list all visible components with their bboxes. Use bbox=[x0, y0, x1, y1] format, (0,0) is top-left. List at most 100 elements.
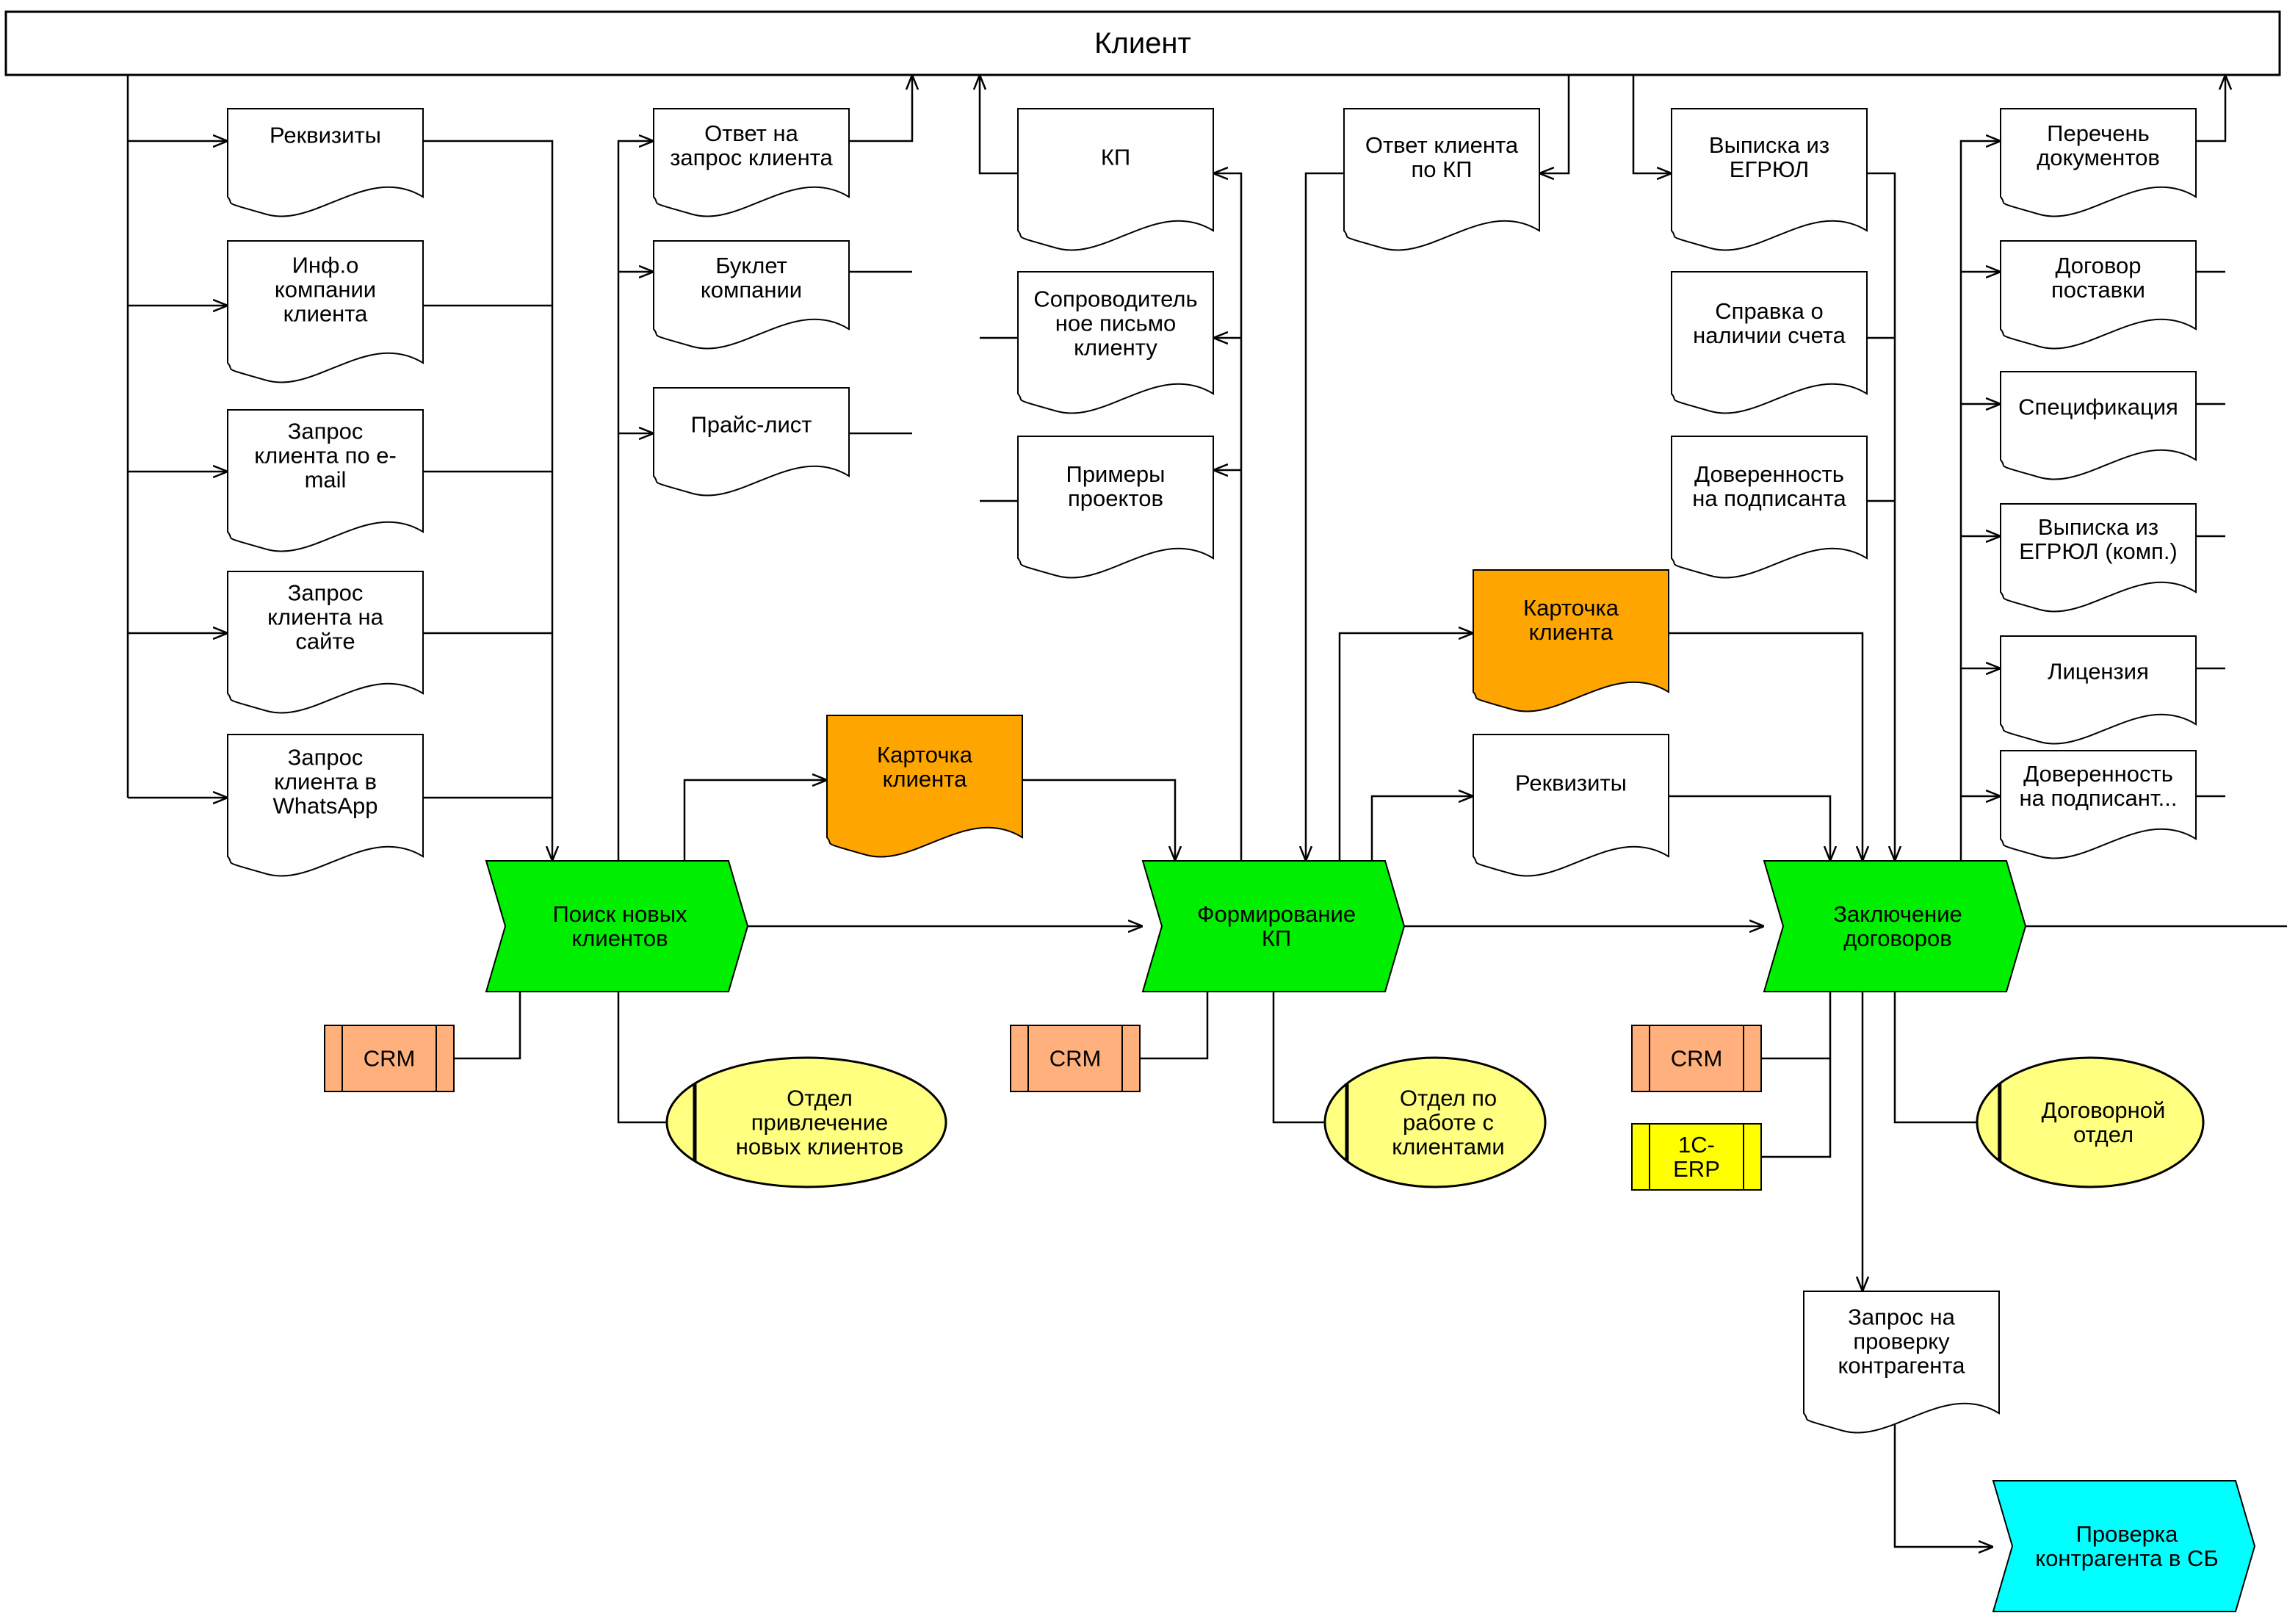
connector-line bbox=[1632, 75, 1672, 173]
connector-line bbox=[1338, 633, 1473, 861]
erp-system: 1С-ERP bbox=[1631, 1123, 1762, 1191]
connector-line bbox=[1893, 1421, 1993, 1547]
connector-line bbox=[2196, 75, 2225, 142]
connector-line bbox=[1669, 795, 1830, 861]
connector-lines bbox=[126, 75, 2287, 1547]
shape-label: Реквизиты bbox=[270, 123, 381, 148]
shape-label: 1С-ERP bbox=[1673, 1132, 1720, 1182]
connector-line bbox=[1140, 992, 1209, 1060]
shape-label: Клиент bbox=[1094, 27, 1191, 59]
connector-line bbox=[1959, 141, 2001, 861]
shape-label: CRM bbox=[1049, 1046, 1102, 1072]
document-rekv1: Реквизиты bbox=[227, 108, 424, 217]
connector-line bbox=[1761, 1058, 1832, 1158]
crm-system: CRM bbox=[1631, 1025, 1762, 1092]
shape-label: Лицензия bbox=[2048, 659, 2149, 685]
connector-line bbox=[1272, 992, 1325, 1124]
connector-line bbox=[1867, 172, 1895, 861]
crm-system: CRM bbox=[1010, 1025, 1141, 1092]
document-price: Прайс-лист bbox=[653, 387, 850, 497]
connector-line bbox=[1370, 796, 1473, 861]
connector-line bbox=[423, 140, 552, 861]
client-bar: Клиент bbox=[4, 10, 2281, 76]
shape-label: CRM bbox=[364, 1046, 416, 1072]
connector-line bbox=[1306, 172, 1344, 861]
shape-label: CRM bbox=[1671, 1046, 1723, 1072]
crm-system: CRM bbox=[324, 1025, 455, 1092]
connector-line bbox=[1539, 75, 1570, 173]
connector-line bbox=[617, 141, 654, 861]
connector-line bbox=[1213, 173, 1243, 861]
connector-line bbox=[617, 992, 667, 1124]
shape-label: Спецификация bbox=[2018, 394, 2178, 420]
connector-line bbox=[683, 780, 827, 861]
shape-label: Прайс-лист bbox=[690, 412, 812, 438]
shape-label: Реквизиты bbox=[1515, 771, 1627, 796]
connector-line bbox=[1761, 992, 1832, 1060]
connector-line bbox=[1669, 632, 1863, 861]
connector-line bbox=[454, 992, 521, 1060]
document-lic: Лицензия bbox=[2000, 635, 2197, 745]
document-spec: Спецификация bbox=[2000, 371, 2197, 480]
document-kp: КП bbox=[1017, 108, 1214, 251]
connector-line bbox=[849, 75, 912, 142]
connector-line bbox=[1893, 992, 1977, 1124]
shape-label: КП bbox=[1101, 145, 1130, 170]
connector-line bbox=[980, 75, 1018, 175]
